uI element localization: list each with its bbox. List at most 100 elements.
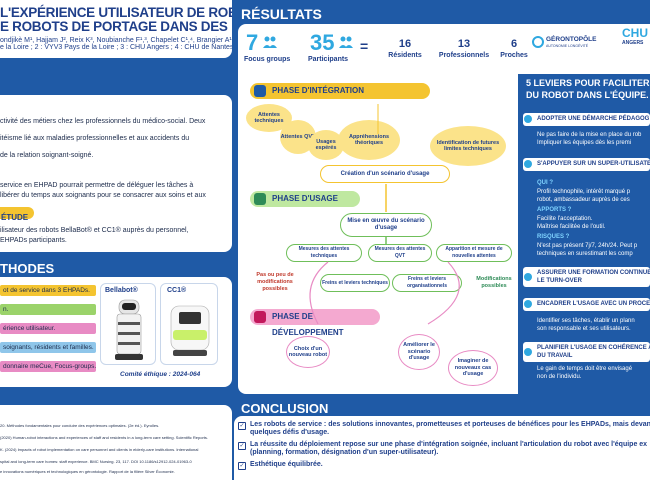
methods-panel: ot de service dans 3 EHPADs. n. érience … [0,277,232,387]
few-modifications-note: Pas ou peu de modifications possibles [256,272,294,292]
lever-2-risks: RISQUES ? [537,234,570,240]
lever-2-text-f: techniques en surestimant les comp [537,251,633,257]
cc1-robot-icon [170,305,210,356]
conclusion-2-line2: (planning, formation, désignation d'un s… [250,449,439,456]
lever-2-text-c: Facilite l'acceptation. [537,216,593,222]
lever-4-text-b: son responsable et ses utilisateurs. [537,326,631,332]
lever-2-benefits: APPORTS ? [537,207,572,213]
equals-sign: = [360,38,369,54]
lever-1-text-a: Ne pas faire de la mise en place du rob [537,132,642,138]
context-line2: itéisme lié aux maladies professionnelle… [0,135,190,142]
lever-2-text-a: Profil technophile, intérêt marqué p [537,189,631,195]
levers-panel [518,74,650,394]
bellabot-card: Bellabot® [100,283,156,365]
objective-line1: ilisateur des robots BellaBot® et CC1® a… [0,227,189,234]
chu-subtitle: ANGERS [622,40,644,46]
focus-groups-label: Focus groups [244,56,291,63]
references-panel: 20. Méthodes fondamentales pour conduire… [0,405,232,480]
phase-usage: PHASE D'USAGE [250,191,360,207]
lever-2-heading: S'APPUYER SUR UN SUPER-UTILISATE [523,158,650,171]
method-step-5: donnaire meCue, Focus-groups. [0,361,96,372]
gerontopole-name: GÉRONTOPÔLE [546,36,597,43]
gerontopole-logo-icon [532,36,544,48]
professionals-count: 13 [457,38,471,50]
lever-2-who: QUI ? [537,180,553,186]
gerontopole-logo: GÉRONTOPÔLE AUTONOMIE LONGÉVITÉ [532,32,610,62]
method-step-2: n. [0,304,96,315]
phase-usage-title: PHASE D'USAGE [272,194,338,203]
measure-technical: Mesures des attentes techniques [286,244,362,262]
lever-5-heading: PLANIFIER L'USAGE EN COHÉRENCE A DU TRAV… [523,342,650,362]
lever-2-text-d: Maîtrise facilitée de l'outil. [537,224,606,230]
method-step-1: ot de service dans 3 EHPADs. [0,285,96,296]
objective-line2: EHPADs participants. [0,237,67,244]
lever-3-heading: ASSURER UNE FORMATION CONTINUE LE TURN-O… [523,267,650,287]
poster-title-line2: E ROBOTS DE PORTAGE DANS DES EHPADS [0,19,232,34]
residents-label: Résidents [388,52,422,59]
measure-new-expectations: Apparition et mesure de nouvelles attent… [436,244,512,262]
methods-title: THODES [0,261,55,276]
reference-2: (2020) Human-robot interactions and expe… [0,435,209,440]
lever-5-heading-line1: PLANIFIER L'USAGE EN COHÉRENCE A [537,345,650,351]
scenario-creation: Création d'un scénario d'usage [320,165,450,183]
group-icon [263,36,277,48]
conclusion-check-1-icon: ✓ [238,422,246,430]
context-line4: service en EHPAD pourrait permettre de d… [0,182,194,189]
ethics-committee: Comité éthique : 2024-064 [120,371,201,378]
lever-2-text-b: robot, ambassadeur auprès de ces [537,197,630,203]
conclusion-title: CONCLUSION [241,401,329,416]
lever-4-text-a: Identifier ses tâches, établir un plann [537,318,635,324]
method-step-3: érience utilisateur. [0,323,96,334]
bellabot-label: Bellabot® [105,287,138,294]
relatives-label: Proches [500,52,528,59]
reference-4: spital and long-term care homes: staff e… [0,459,192,464]
bubble-theoretical-fears: Appréhensions théoriques [338,120,400,160]
technical-levers: Freins et leviers techniques [320,274,390,292]
context-line3: de la relation soignant-soigné. [0,152,94,159]
conclusion-panel [234,416,650,480]
results-title: RÉSULTATS [241,6,322,22]
conclusion-2-line1: La réussite du déploiement repose sur un… [250,441,648,448]
bubble-technical-expectations: Attentes techniques [246,104,292,132]
method-step-4: soignants, résidents et familles. [0,342,96,353]
lever-3-heading-line2: LE TURN-OVER [537,278,582,284]
phase-development-title: PHASE DE DÉVELOPPEMENT [272,312,344,337]
lever-4-heading: ENCADRER L'USAGE AVEC UN PROCE [523,298,650,311]
reference-3: K. (2024) Impacts of robot implementatio… [0,447,199,452]
bubble-technical-limits: Identification de futures limites techni… [430,126,506,166]
scenario-implementation: Mise en œuvre du scénario d'usage [340,213,432,237]
conclusion-1-line2: quelques défis d'usage. [250,429,330,436]
gerontopole-subtitle: AUTONOMIE LONGÉVITÉ [546,44,589,48]
lever-3-heading-line1: ASSURER UNE FORMATION CONTINUE [537,270,650,276]
cc1-label: CC1® [167,287,187,294]
lever-5-text-a: Le gain de temps doit être envisagé [537,366,633,372]
context-line1: ctivité des métiers chez les professionn… [0,118,206,125]
new-robot-choice: Choix d'un nouveau robot [286,336,330,368]
lever-2-text-e: N'est pas présent 7j/7, 24h/24. Peut p [537,243,638,249]
modifications-possible-note: Modifications possibles [476,276,512,289]
phase-integration-title: PHASE D'INTÉGRATION [272,86,364,95]
objective-heading-bar: ÉTUDE [0,207,34,222]
lever-5-heading-line2: DU TRAVAIL [537,353,573,359]
cc1-card: CC1® [160,283,218,365]
people-icon [339,36,353,48]
relatives-count: 6 [510,38,518,50]
focus-groups-count: 7 [246,30,259,55]
conclusion-1-line1: Les robots de service : des solutions in… [250,421,650,428]
conclusion-check-2-icon: ✓ [238,442,246,450]
improve-scenario: Améliorer le scénario d'usage [398,334,440,370]
lever-5-text-b: non de l'individu. [537,374,582,380]
lever-1-heading: ADOPTER UNE DÉMARCHE PÉDAGOG [523,113,650,126]
organisational-levers: Freins et leviers organisationnels [392,274,462,292]
levers-title-line1: 5 LEVIERS POUR FACILITER [526,78,650,88]
measure-qvt: Mesures des attentes QVT [368,244,432,262]
reference-5: e innovations numériques et technologiqu… [0,469,175,474]
phase-integration: PHASE D'INTÉGRATION [250,83,430,99]
authors: ondjikè M¹, Hajjam J², Reix K³, Noubianc… [0,37,232,44]
context-line5: libérer du temps aux soignants pour se c… [0,192,206,199]
lever-1-text-b: Impliquer les équipes dès les premi [537,140,632,146]
new-use-cases: Imaginer de nouveaux cas d'usage [448,350,498,386]
chu-logo: CHU [622,26,648,40]
participants-label: Participants [308,56,349,63]
bellabot-robot-icon [115,299,143,360]
